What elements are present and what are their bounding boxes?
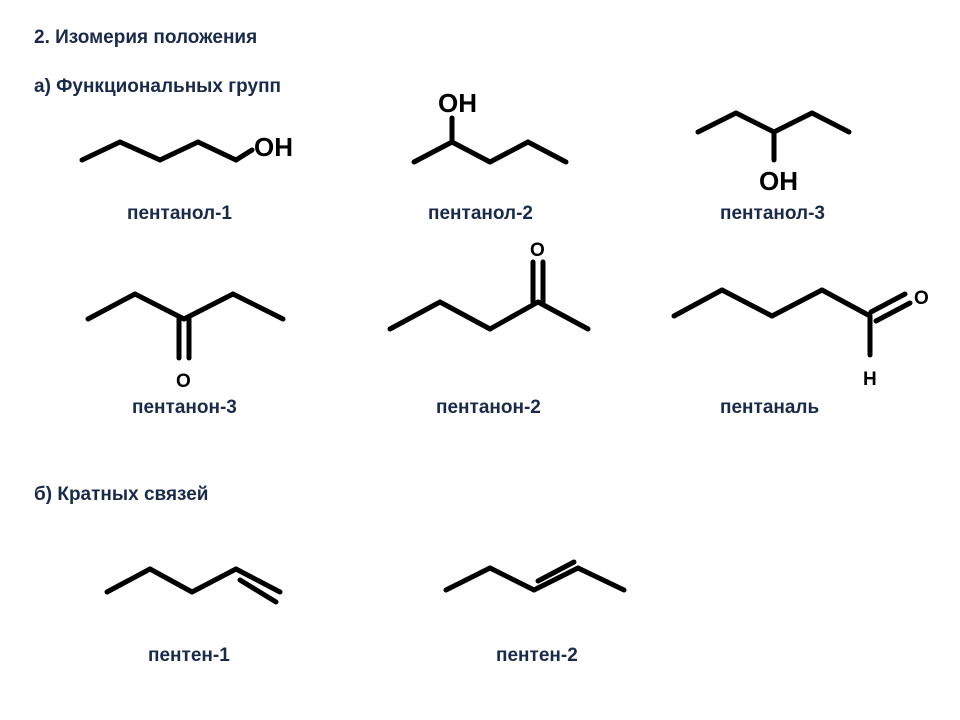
pentene-1-structure: [104, 566, 283, 605]
pentanol-3-structure: OH: [695, 110, 852, 196]
pentanol-1-structure: OH: [79, 132, 293, 163]
pentanone-2-structure: O: [387, 240, 591, 332]
pentanal-h-label: H: [863, 369, 877, 390]
pentanol-3-oh-label: OH: [759, 166, 798, 196]
section-multiple-bonds: б) Кратных связей: [34, 484, 209, 505]
pentene-2-name: пентен-2: [496, 645, 578, 666]
pentanal-o-label: O: [914, 288, 929, 309]
pentanal-structure: O H: [671, 287, 929, 390]
pentene-1-name: пентен-1: [148, 645, 230, 666]
pentanol-1-oh-label: OH: [254, 132, 293, 162]
pentanone-3-name: пентанон-3: [132, 397, 237, 418]
pentanol-3-name: пентанол-3: [720, 203, 825, 224]
pentanone-3-o-label: O: [176, 371, 191, 392]
pentanol-1-name: пентанол-1: [127, 203, 232, 224]
slide-title: 2. Изомерия положения: [34, 27, 258, 48]
pentanone-3-structure: O: [85, 291, 286, 392]
pentanone-2-name: пентанон-2: [436, 397, 541, 418]
pentanol-2-structure: OH: [411, 88, 569, 165]
pentanal-name: пентаналь: [720, 397, 820, 418]
pentanol-2-name: пентанол-2: [428, 203, 533, 224]
pentanone-2-o-label: O: [530, 240, 545, 261]
pentanol-2-oh-label: OH: [438, 88, 477, 118]
section-functional-groups: а) Функциональных групп: [34, 76, 282, 97]
pentene-2-structure: [443, 559, 627, 593]
